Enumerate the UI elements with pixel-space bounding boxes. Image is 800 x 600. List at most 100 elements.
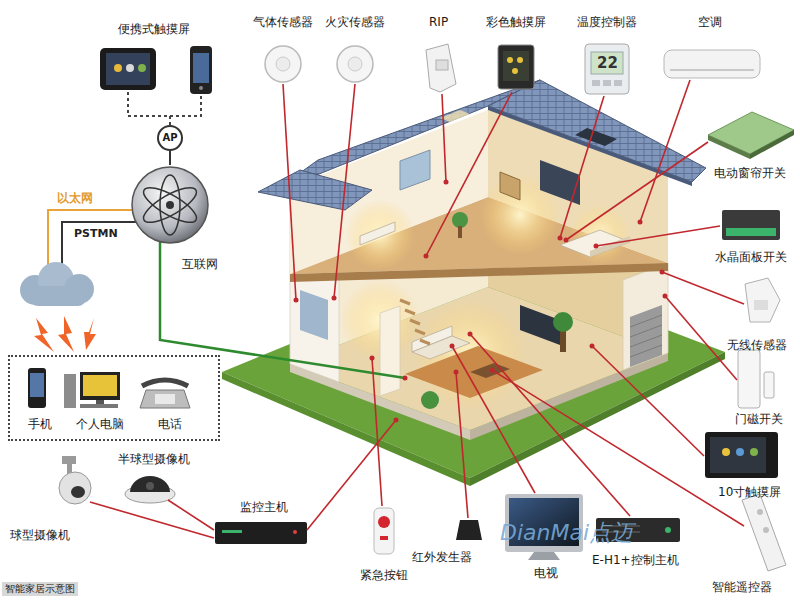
sensor-icons xyxy=(426,44,456,92)
leader-dots xyxy=(394,418,399,423)
caption: 智能家居示意图 xyxy=(2,582,78,596)
node-label: AP xyxy=(162,132,177,144)
cloud-icon xyxy=(30,286,86,306)
leader-dots xyxy=(332,296,337,301)
node-label: 个人电脑 xyxy=(76,417,124,431)
switch-icons xyxy=(705,112,794,571)
leader-dots xyxy=(294,180,668,423)
device-label: 半球型摄像机 xyxy=(118,452,190,466)
switch-icons xyxy=(754,300,768,310)
house-illustration xyxy=(400,150,430,190)
switch-icons xyxy=(726,228,776,236)
device-icons xyxy=(222,530,242,533)
sensor-icons xyxy=(517,57,523,63)
globe-icon xyxy=(160,175,180,235)
device-icons xyxy=(293,530,297,534)
house-illustration xyxy=(630,305,662,367)
device-label: 温度控制器 xyxy=(577,15,637,29)
terminal-icons xyxy=(28,368,190,408)
house-illustration xyxy=(560,230,630,257)
house-illustration xyxy=(590,236,630,257)
portable-touchscreen-icons xyxy=(128,92,201,125)
watermark: DianMai点迈 xyxy=(500,520,633,546)
portable-touchscreen-icons xyxy=(100,48,156,90)
leader-lines xyxy=(90,502,214,538)
leader-dots xyxy=(590,344,595,349)
sensor-icons xyxy=(585,44,629,94)
house-illustration xyxy=(458,226,462,238)
switch-icons xyxy=(722,210,780,240)
lightning-icon xyxy=(58,316,74,352)
device-label: 红外发生器 xyxy=(412,550,472,564)
access-point-circle: AP xyxy=(157,125,183,151)
house-illustration xyxy=(623,263,668,370)
network-wires xyxy=(160,242,405,378)
leader-lines xyxy=(640,80,690,222)
portable-touchscreen-icons xyxy=(100,46,212,125)
house-illustration xyxy=(630,315,662,357)
house-illustration xyxy=(345,200,415,270)
switch-icons xyxy=(742,494,786,571)
globe-icon xyxy=(139,181,201,228)
house-illustration xyxy=(360,222,395,245)
terminal-icons xyxy=(30,373,44,397)
device-label: 彩色触摸屏 xyxy=(486,15,546,29)
leader-lines xyxy=(426,92,512,256)
lightning-icon xyxy=(34,316,96,352)
globe-icon xyxy=(132,167,208,243)
portable-touchscreen-icons xyxy=(126,64,134,72)
device-label: 门磁开关 xyxy=(735,412,783,426)
leader-lines xyxy=(665,296,737,380)
globe-icon xyxy=(139,181,201,228)
leader-lines xyxy=(470,334,630,516)
leader-dots xyxy=(468,332,473,337)
leader-dots xyxy=(594,244,599,249)
sensor-icons xyxy=(591,52,623,74)
switch-icons xyxy=(764,372,774,398)
network-label: 以太网 xyxy=(57,191,93,205)
sensor-icons xyxy=(265,44,760,94)
switch-icons xyxy=(750,448,758,456)
house-illustration xyxy=(575,128,617,146)
device-label: RIP xyxy=(429,15,448,29)
device-icons xyxy=(374,508,394,554)
switch-icons xyxy=(763,527,769,533)
device-label: 空调 xyxy=(698,15,722,29)
globe-icon xyxy=(166,201,174,209)
sensor-icons xyxy=(498,45,534,89)
terminal-icons xyxy=(80,372,120,400)
connector-line xyxy=(169,151,171,165)
house-illustration xyxy=(452,212,468,228)
device-label: 火灾传感器 xyxy=(325,15,385,29)
device-icons xyxy=(665,527,671,533)
terminal-icons xyxy=(96,400,104,404)
device-label: 球型摄像机 xyxy=(10,528,70,542)
portable-touchscreen-icons xyxy=(138,64,146,72)
leader-dots xyxy=(558,236,563,241)
network-label: PSTMN xyxy=(74,227,118,240)
house-illustration xyxy=(380,306,400,396)
sensor-icons xyxy=(614,80,622,86)
sensor-icons xyxy=(512,68,518,74)
network-wires xyxy=(48,210,405,378)
house-illustration xyxy=(421,391,439,409)
house-illustration xyxy=(300,290,328,340)
switch-icons xyxy=(722,448,730,456)
sensor-icons xyxy=(507,57,513,63)
house-illustration xyxy=(440,110,470,122)
leader-dots xyxy=(564,238,569,243)
node-label: 手机 xyxy=(28,417,52,431)
sensor-icons xyxy=(592,80,600,86)
device-label: 无线传感器 xyxy=(727,338,787,352)
leader-lines xyxy=(662,272,744,304)
leader-dots xyxy=(370,356,375,361)
leader-lines xyxy=(168,500,214,530)
device-label: 10寸触摸屏 xyxy=(718,485,781,499)
camera-icons xyxy=(71,486,85,498)
device-label: 水晶面板开关 xyxy=(715,250,787,264)
leader-lines xyxy=(307,420,396,530)
switch-icons xyxy=(710,437,766,473)
